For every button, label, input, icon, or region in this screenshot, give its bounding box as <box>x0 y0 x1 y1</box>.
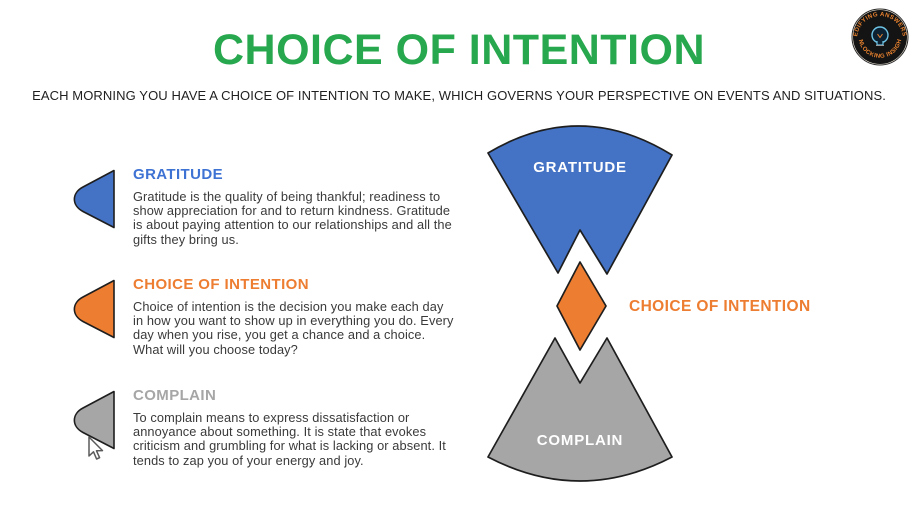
section-choice-of-intention: CHOICE OF INTENTION Choice of intention … <box>69 276 455 357</box>
gratitude-funnel-shape <box>487 125 673 275</box>
section-gratitude: GRATITUDE Gratitude is the quality of be… <box>69 166 455 247</box>
section-complain: COMPLAIN To complain means to express di… <box>69 387 455 468</box>
diagram-choice-label: CHOICE OF INTENTION <box>629 298 811 315</box>
page-title: CHOICE OF INTENTION <box>213 26 705 74</box>
diagram-gratitude-label: GRATITUDE <box>533 159 627 176</box>
page-title-svg: CHOICE OF INTENTION <box>213 26 705 74</box>
gratitude-description: Gratitude is the quality of being thankf… <box>133 189 452 247</box>
complain-pointer-icon <box>73 390 115 450</box>
brand-logo: EDIFYING ANSWERS UNLOCKING INSIGHT <box>849 4 909 66</box>
choice-description: Choice of intention is the decision you … <box>133 299 454 357</box>
lightbulb-icon <box>871 26 889 46</box>
brand-logo-graphic: EDIFYING ANSWERS UNLOCKING INSIGHT <box>849 4 909 66</box>
subtitle: EACH MORNING YOU HAVE A CHOICE OF INTENT… <box>32 88 886 103</box>
choice-diamond-shape <box>556 261 607 351</box>
gratitude-pointer-icon <box>73 169 115 229</box>
diagram-complain-label: COMPLAIN <box>536 432 624 449</box>
hourglass-diagram <box>487 125 673 482</box>
complain-heading: COMPLAIN <box>133 387 217 404</box>
choice-pointer-icon <box>73 279 115 339</box>
gratitude-heading: GRATITUDE <box>133 166 223 183</box>
complain-description: To complain means to express dissatisfac… <box>133 410 446 468</box>
mouse-cursor-icon <box>88 436 104 460</box>
choice-heading: CHOICE OF INTENTION <box>133 276 309 293</box>
complain-mound-shape <box>487 337 673 482</box>
